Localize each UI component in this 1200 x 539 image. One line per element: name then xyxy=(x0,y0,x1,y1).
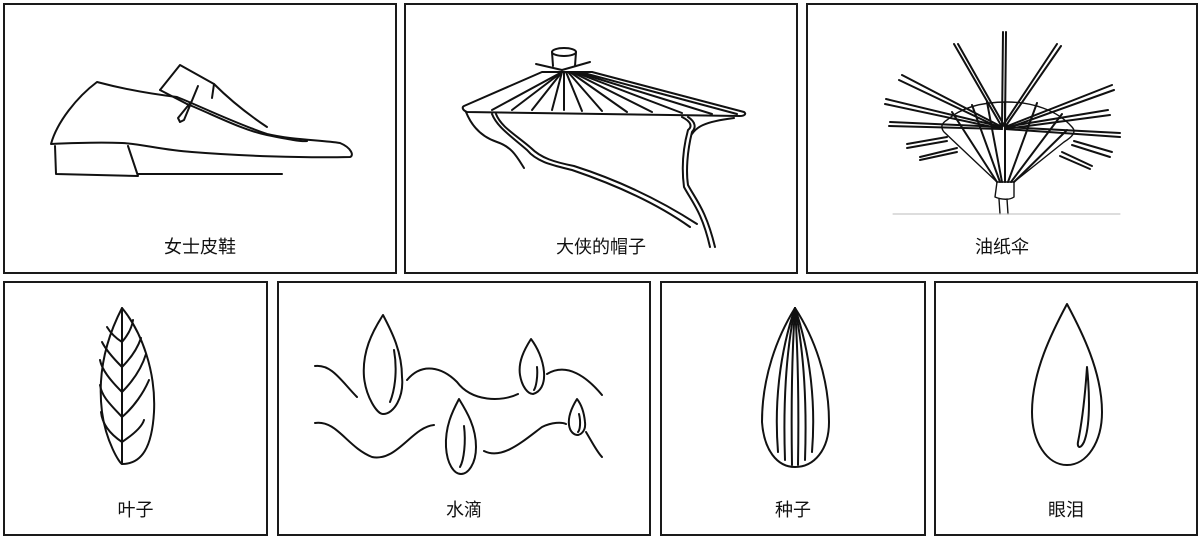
seed-icon xyxy=(761,307,830,468)
paper-umbrella-icon xyxy=(884,31,1121,215)
card-shoe: 女士皮鞋 xyxy=(3,3,397,274)
card-label: 女士皮鞋 xyxy=(164,237,236,258)
card-label: 水滴 xyxy=(446,500,482,521)
shoe-icon xyxy=(50,64,353,177)
card-label: 叶子 xyxy=(117,500,154,521)
card-teardrop: 眼泪 xyxy=(934,281,1198,536)
card-seed: 种子 xyxy=(660,281,926,536)
card-label: 种子 xyxy=(775,500,811,521)
card-label: 油纸伞 xyxy=(975,237,1029,258)
card-paper-umbrella: 油纸伞 xyxy=(806,3,1198,274)
card-bamboo-hat: 大侠的帽子 xyxy=(404,3,798,274)
leaf-icon xyxy=(99,307,156,465)
card-water-drops: 水滴 xyxy=(277,281,651,536)
teardrop-icon xyxy=(1031,303,1103,466)
card-label: 大侠的帽子 xyxy=(556,237,646,258)
card-label: 眼泪 xyxy=(1048,500,1084,521)
water-drops-icon xyxy=(314,314,603,475)
card-leaf: 叶子 xyxy=(3,281,268,536)
bamboo-hat-icon xyxy=(461,47,747,248)
